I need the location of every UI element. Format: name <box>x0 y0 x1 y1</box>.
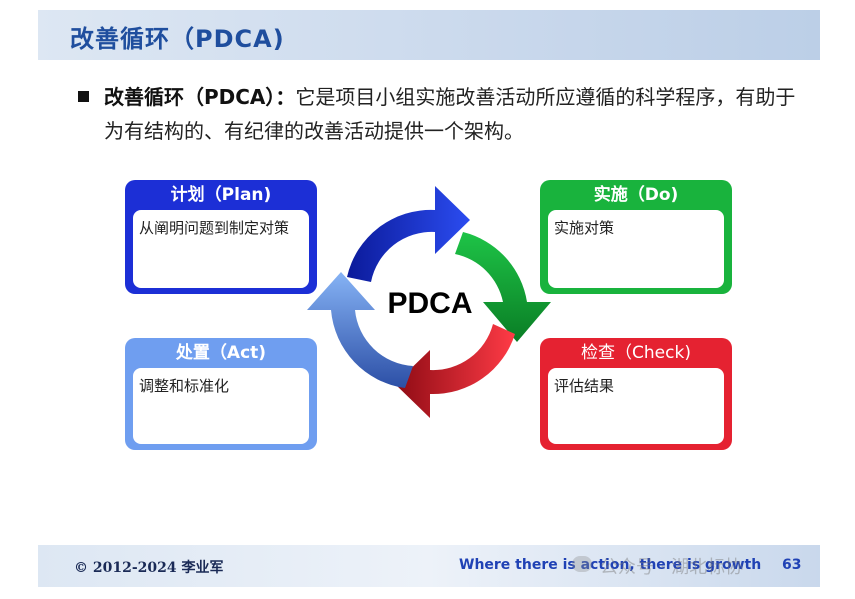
slogan-text: Where there is action, there is growth <box>459 557 762 573</box>
intro-paragraph: 改善循环（PDCA）：它是项目小组实施改善活动所应遵循的科学程序，有助于为有结构… <box>104 80 804 148</box>
check-arrow <box>395 324 515 418</box>
act-arrow <box>307 272 413 388</box>
plan-title: 计划（Plan) <box>170 185 272 205</box>
do-card: 实施（Do) 实施对策 <box>540 180 732 294</box>
do-body: 实施对策 <box>548 210 724 288</box>
check-title: 检查（Check) <box>581 343 691 363</box>
act-card: 处置（Act) 调整和标准化 <box>125 338 317 450</box>
check-body: 评估结果 <box>548 368 724 444</box>
act-title: 处置（Act) <box>175 343 267 363</box>
copyright-text: © 2012-2024 李业军 <box>74 560 224 576</box>
act-body: 调整和标准化 <box>133 368 309 444</box>
watermark-text: 公众号 · 湖北标协 <box>600 557 744 578</box>
check-card: 检查（Check) 评估结果 <box>540 338 732 450</box>
title-bar: 改善循环（PDCA) <box>38 10 820 60</box>
do-title: 实施（Do) <box>593 185 679 205</box>
footer-bar: © 2012-2024 李业军 Where there is action, t… <box>38 545 820 587</box>
bullet-square-icon <box>78 91 89 102</box>
wechat-icon <box>572 556 592 572</box>
plan-card: 计划（Plan) 从阐明问题到制定对策 <box>125 180 317 294</box>
intro-term: 改善循环（PDCA）： <box>104 85 296 109</box>
intro-text: 它是项目小组实施改善活动所应遵循的科学程序，有助于为有结构的、有纪律的改善活动提… <box>104 85 796 143</box>
plan-body: 从阐明问题到制定对策 <box>133 210 309 288</box>
plan-arrow <box>347 186 470 282</box>
slide-title: 改善循环（PDCA) <box>70 25 285 53</box>
pdca-cycle-diagram: PDCA <box>307 186 551 418</box>
page-number: 63 <box>782 557 802 573</box>
do-arrow <box>455 232 551 342</box>
pdca-center-label: PDCA <box>387 287 472 320</box>
